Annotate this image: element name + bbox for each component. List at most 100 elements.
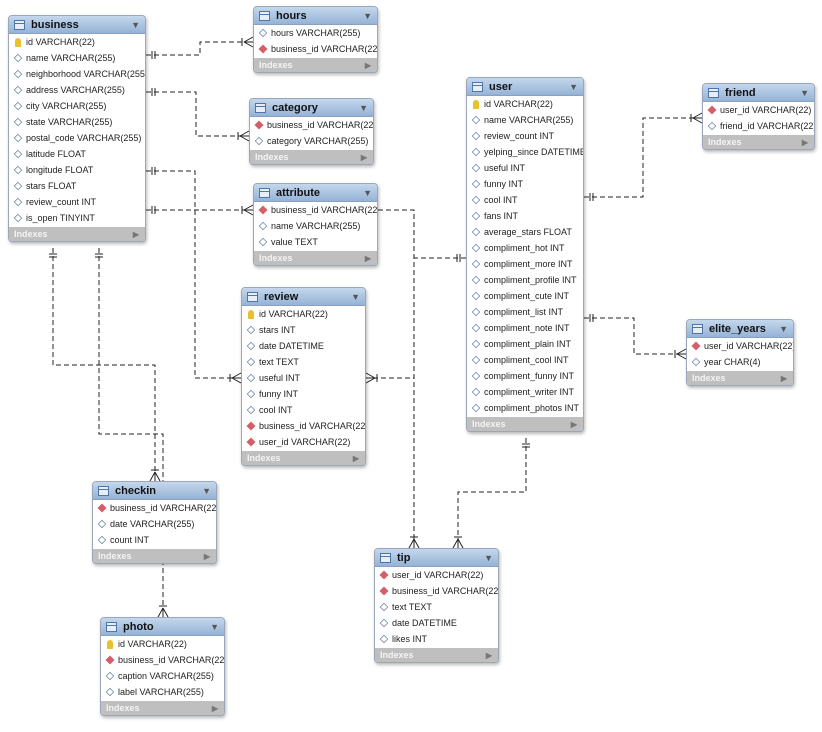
expand-arrow-icon[interactable]: ▶ — [352, 453, 359, 463]
column-row[interactable]: id VARCHAR(22) — [467, 96, 583, 112]
column-row[interactable]: user_id VARCHAR(22) — [375, 567, 498, 583]
column-row[interactable]: text TEXT — [375, 599, 498, 615]
column-row[interactable]: date DATETIME — [242, 338, 365, 354]
column-row[interactable]: funny INT — [467, 176, 583, 192]
column-row[interactable]: caption VARCHAR(255) — [101, 668, 224, 684]
column-row[interactable]: id VARCHAR(22) — [242, 306, 365, 322]
collapse-arrow-icon[interactable]: ▼ — [363, 187, 372, 198]
table-header[interactable]: photo▼ — [101, 618, 224, 636]
column-row[interactable]: latitude FLOAT — [9, 146, 145, 162]
column-row[interactable]: name VARCHAR(255) — [9, 50, 145, 66]
indexes-bar[interactable]: Indexes▶ — [9, 227, 145, 241]
table-header[interactable]: hours▼ — [254, 7, 377, 25]
table-header[interactable]: category▼ — [250, 99, 373, 117]
table-header[interactable]: review▼ — [242, 288, 365, 306]
table-header[interactable]: checkin▼ — [93, 482, 216, 500]
column-row[interactable]: is_open TINYINT — [9, 210, 145, 226]
expand-arrow-icon[interactable]: ▶ — [203, 551, 210, 561]
column-row[interactable]: compliment_more INT — [467, 256, 583, 272]
table-header[interactable]: user▼ — [467, 78, 583, 96]
column-row[interactable]: cool INT — [242, 402, 365, 418]
column-row[interactable]: compliment_note INT — [467, 320, 583, 336]
collapse-arrow-icon[interactable]: ▼ — [363, 10, 372, 21]
column-row[interactable]: date DATETIME — [375, 615, 498, 631]
collapse-arrow-icon[interactable]: ▼ — [800, 87, 809, 98]
table-header[interactable]: attribute▼ — [254, 184, 377, 202]
indexes-bar[interactable]: Indexes▶ — [467, 417, 583, 431]
column-row[interactable]: useful INT — [242, 370, 365, 386]
column-row[interactable]: compliment_photos INT — [467, 400, 583, 416]
column-row[interactable]: compliment_cool INT — [467, 352, 583, 368]
table-header[interactable]: tip▼ — [375, 549, 498, 567]
table-tip[interactable]: tip▼user_id VARCHAR(22)business_id VARCH… — [374, 548, 499, 663]
column-row[interactable]: business_id VARCHAR(22) — [250, 117, 373, 133]
collapse-arrow-icon[interactable]: ▼ — [569, 81, 578, 92]
column-row[interactable]: name VARCHAR(255) — [467, 112, 583, 128]
column-row[interactable]: average_stars FLOAT — [467, 224, 583, 240]
collapse-arrow-icon[interactable]: ▼ — [351, 291, 360, 302]
column-row[interactable]: business_id VARCHAR(22) — [254, 41, 377, 57]
table-header[interactable]: friend▼ — [703, 84, 814, 102]
table-hours[interactable]: hours▼hours VARCHAR(255)business_id VARC… — [253, 6, 378, 73]
column-row[interactable]: compliment_funny INT — [467, 368, 583, 384]
column-row[interactable]: compliment_profile INT — [467, 272, 583, 288]
indexes-bar[interactable]: Indexes▶ — [242, 451, 365, 465]
indexes-bar[interactable]: Indexes▶ — [101, 701, 224, 715]
table-attribute[interactable]: attribute▼business_id VARCHAR(22)name VA… — [253, 183, 378, 266]
expand-arrow-icon[interactable]: ▶ — [364, 60, 371, 70]
indexes-bar[interactable]: Indexes▶ — [254, 251, 377, 265]
column-row[interactable]: category VARCHAR(255) — [250, 133, 373, 149]
column-row[interactable]: likes INT — [375, 631, 498, 647]
column-row[interactable]: user_id VARCHAR(22) — [242, 434, 365, 450]
column-row[interactable]: neighborhood VARCHAR(255) — [9, 66, 145, 82]
table-header[interactable]: business▼ — [9, 16, 145, 34]
expand-arrow-icon[interactable]: ▶ — [360, 152, 367, 162]
column-row[interactable]: date VARCHAR(255) — [93, 516, 216, 532]
expand-arrow-icon[interactable]: ▶ — [485, 650, 492, 660]
expand-arrow-icon[interactable]: ▶ — [364, 253, 371, 263]
column-row[interactable]: count INT — [93, 532, 216, 548]
collapse-arrow-icon[interactable]: ▼ — [359, 102, 368, 113]
column-row[interactable]: longitude FLOAT — [9, 162, 145, 178]
column-row[interactable]: user_id VARCHAR(22) — [687, 338, 793, 354]
expand-arrow-icon[interactable]: ▶ — [211, 703, 218, 713]
indexes-bar[interactable]: Indexes▶ — [250, 150, 373, 164]
indexes-bar[interactable]: Indexes▶ — [375, 648, 498, 662]
column-row[interactable]: id VARCHAR(22) — [101, 636, 224, 652]
column-row[interactable]: address VARCHAR(255) — [9, 82, 145, 98]
column-row[interactable]: business_id VARCHAR(22) — [242, 418, 365, 434]
collapse-arrow-icon[interactable]: ▼ — [131, 19, 140, 30]
collapse-arrow-icon[interactable]: ▼ — [210, 621, 219, 632]
column-row[interactable]: business_id VARCHAR(22) — [93, 500, 216, 516]
column-row[interactable]: business_id VARCHAR(22) — [375, 583, 498, 599]
column-row[interactable]: friend_id VARCHAR(22) — [703, 118, 814, 134]
column-row[interactable]: compliment_list INT — [467, 304, 583, 320]
column-row[interactable]: funny INT — [242, 386, 365, 402]
column-row[interactable]: name VARCHAR(255) — [254, 218, 377, 234]
column-row[interactable]: stars FLOAT — [9, 178, 145, 194]
column-row[interactable]: postal_code VARCHAR(255) — [9, 130, 145, 146]
column-row[interactable]: stars INT — [242, 322, 365, 338]
column-row[interactable]: id VARCHAR(22) — [9, 34, 145, 50]
collapse-arrow-icon[interactable]: ▼ — [484, 552, 493, 563]
column-row[interactable]: state VARCHAR(255) — [9, 114, 145, 130]
indexes-bar[interactable]: Indexes▶ — [687, 371, 793, 385]
column-row[interactable]: compliment_writer INT — [467, 384, 583, 400]
column-row[interactable]: fans INT — [467, 208, 583, 224]
column-row[interactable]: user_id VARCHAR(22) — [703, 102, 814, 118]
column-row[interactable]: label VARCHAR(255) — [101, 684, 224, 700]
column-row[interactable]: compliment_hot INT — [467, 240, 583, 256]
table-photo[interactable]: photo▼id VARCHAR(22)business_id VARCHAR(… — [100, 617, 225, 716]
collapse-arrow-icon[interactable]: ▼ — [202, 485, 211, 496]
expand-arrow-icon[interactable]: ▶ — [570, 419, 577, 429]
indexes-bar[interactable]: Indexes▶ — [703, 135, 814, 149]
column-row[interactable]: hours VARCHAR(255) — [254, 25, 377, 41]
column-row[interactable]: compliment_cute INT — [467, 288, 583, 304]
expand-arrow-icon[interactable]: ▶ — [801, 137, 808, 147]
indexes-bar[interactable]: Indexes▶ — [254, 58, 377, 72]
column-row[interactable]: city VARCHAR(255) — [9, 98, 145, 114]
column-row[interactable]: text TEXT — [242, 354, 365, 370]
table-friend[interactable]: friend▼user_id VARCHAR(22)friend_id VARC… — [702, 83, 815, 150]
column-row[interactable]: review_count INT — [9, 194, 145, 210]
column-row[interactable]: business_id VARCHAR(22) — [101, 652, 224, 668]
